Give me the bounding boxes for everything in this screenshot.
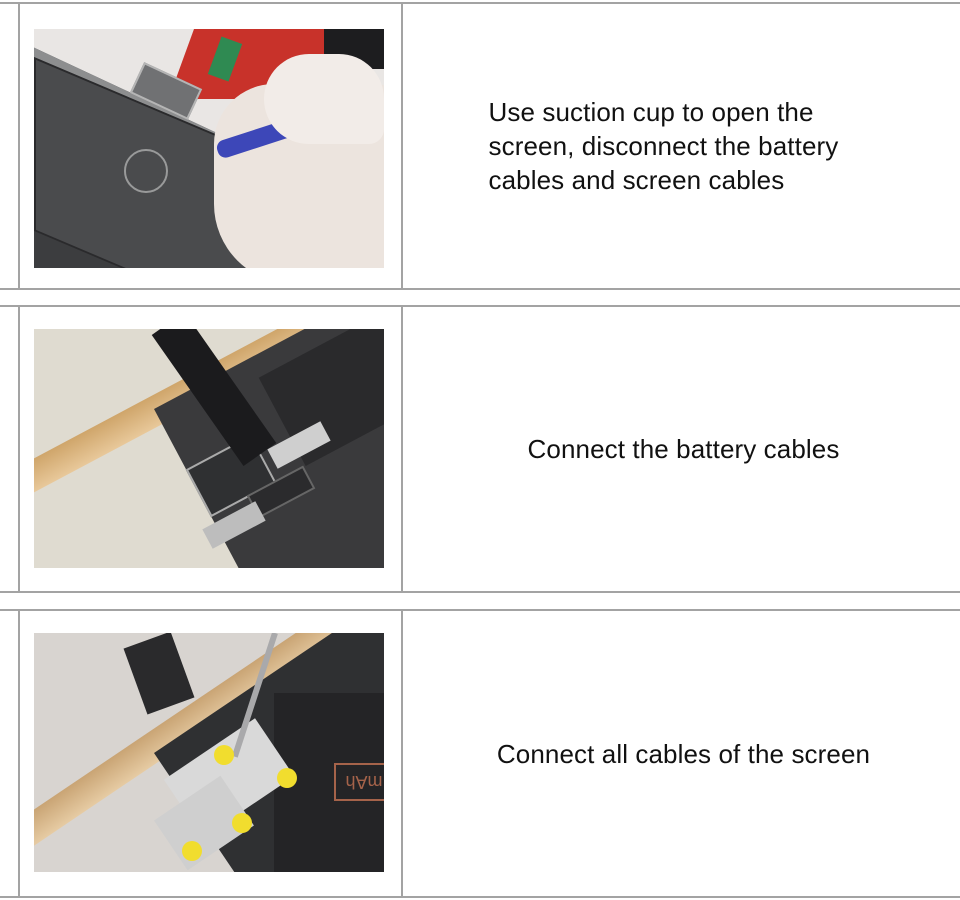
- screw-marker-icon: [277, 768, 297, 788]
- step-row-1: Use suction cup to open the screen, disc…: [0, 2, 960, 290]
- step-row-2: Connect the battery cables: [0, 305, 960, 593]
- table-border-left: [18, 611, 20, 896]
- step-1-photo: [34, 29, 384, 268]
- gloved-fingers: [264, 54, 384, 144]
- step-1-caption-cell: Use suction cup to open the screen, disc…: [403, 4, 960, 288]
- step-2-caption-cell: Connect the battery cables: [403, 307, 960, 591]
- screw-marker-icon: [182, 841, 202, 861]
- table-border-left: [18, 307, 20, 591]
- step-2-caption: Connect the battery cables: [527, 434, 840, 464]
- step-1-caption: Use suction cup to open the screen, disc…: [488, 97, 839, 195]
- table-border-middle: [401, 611, 403, 896]
- recycle-icon: [124, 149, 168, 193]
- step-2-photo: [34, 329, 384, 568]
- screw-marker-icon: [232, 813, 252, 833]
- screen-connectors: [123, 633, 195, 715]
- screw-marker-icon: [214, 745, 234, 765]
- step-3-caption-cell: Connect all cables of the screen: [403, 611, 960, 896]
- battery-label: mAh: [334, 763, 384, 801]
- table-border-left: [18, 4, 20, 288]
- step-3-photo: mAh: [34, 633, 384, 872]
- step-row-3: mAh Connect all cables of the screen: [0, 609, 960, 898]
- table-border-middle: [401, 307, 403, 591]
- step-3-caption: Connect all cables of the screen: [496, 738, 871, 769]
- table-border-middle: [401, 4, 403, 288]
